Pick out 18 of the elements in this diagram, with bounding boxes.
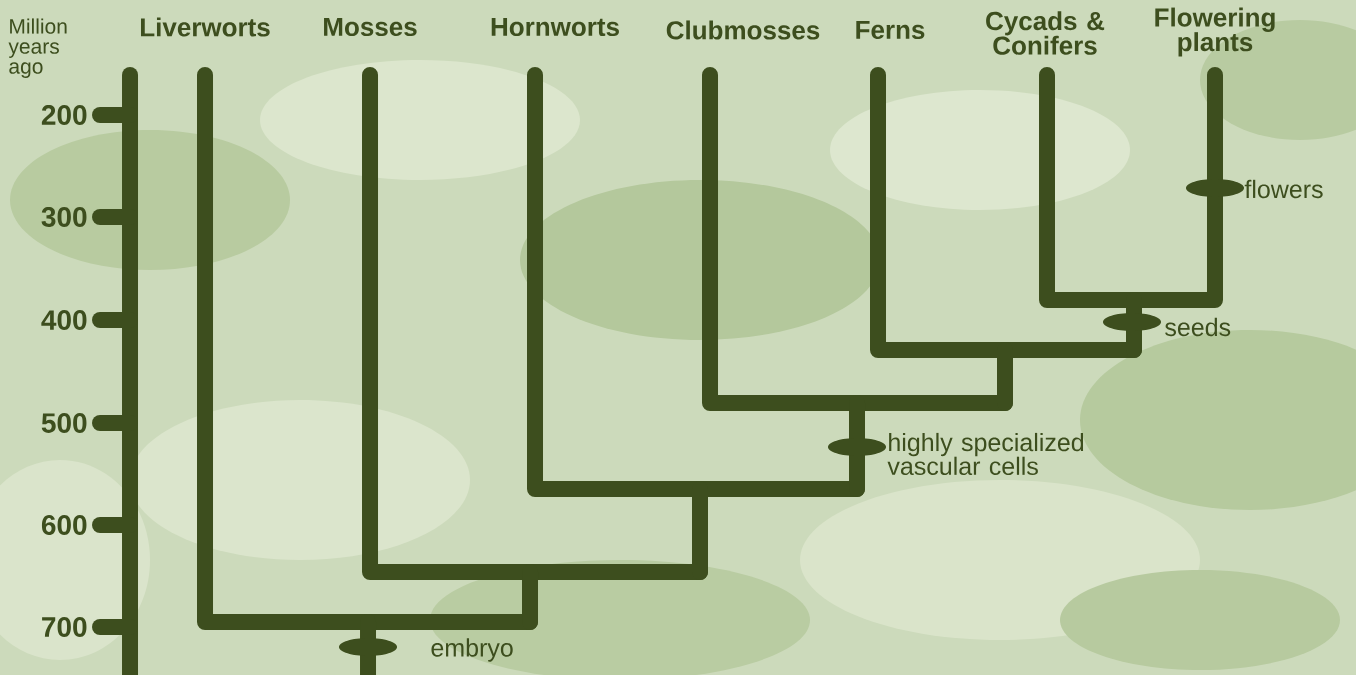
trait-label: seeds [1165, 317, 1231, 337]
axis-title: Million years ago [8, 18, 67, 78]
tick-label: 500 [41, 413, 87, 433]
taxon-label: Clubmosses [666, 20, 820, 40]
tick-label: 700 [42, 617, 87, 637]
taxon-label: Liverworts [141, 17, 270, 37]
tick-label: 200 [41, 105, 87, 125]
taxon-label: Ferns [856, 20, 925, 40]
trait-label: flowers [1244, 179, 1323, 199]
tick-label: 600 [41, 515, 87, 535]
taxon-label: Cycads & Conifers [986, 11, 1105, 55]
trait-label: embryo [431, 638, 513, 662]
tick-label: 300 [41, 207, 87, 227]
tick-label: 400 [41, 310, 87, 330]
taxon-label: Flowering plants [1155, 7, 1275, 57]
taxon-label: Mosses [324, 17, 417, 37]
taxon-label: Hornworts [491, 17, 619, 37]
trait-label: highly specialized vascular cells [887, 432, 1084, 476]
